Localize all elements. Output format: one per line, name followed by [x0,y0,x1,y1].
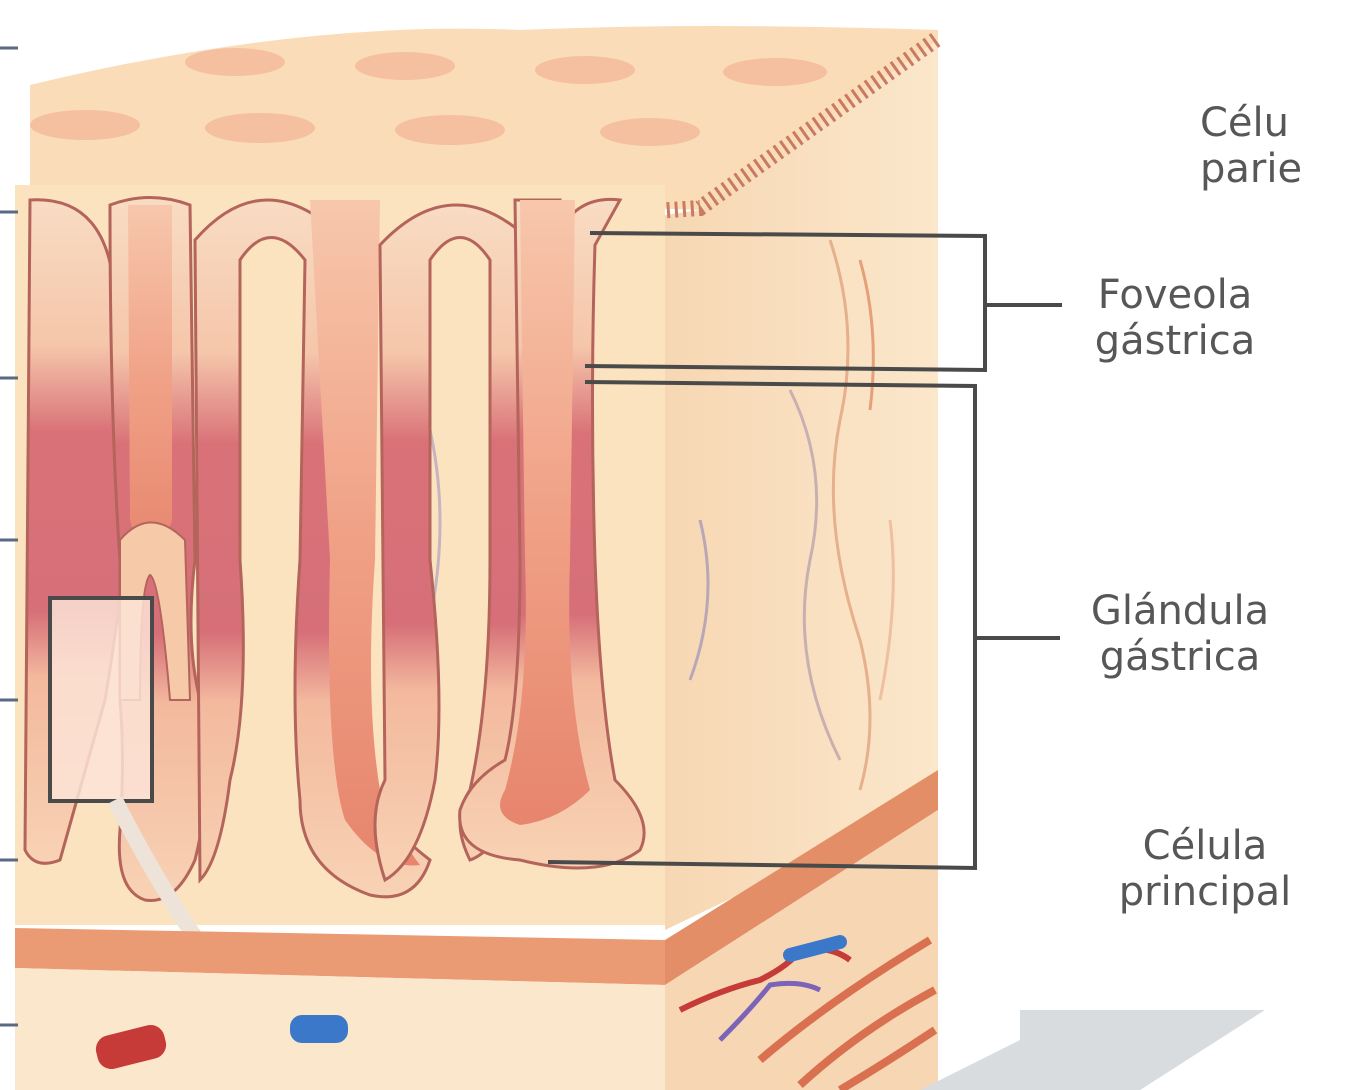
label-glandula-line1: Glándula [1060,588,1300,634]
label-celula-parietal: Célu parie [1200,100,1351,192]
label-celula-principal: Célula principal [1085,823,1325,915]
label-celula-parietal-line1: Célu [1200,100,1351,146]
label-principal-line1: Célula [1085,823,1325,869]
label-foveola-line1: Foveola [1070,272,1280,318]
label-glandula-gastrica: Glándula gástrica [1060,588,1300,680]
label-foveola-line2: gástrica [1070,318,1280,364]
next-arrow [920,1010,1265,1090]
label-foveola-gastrica: Foveola gástrica [1070,272,1280,364]
label-celula-parietal-line2: parie [1200,146,1351,192]
label-glandula-line2: gástrica [1060,634,1300,680]
zoom-box [50,598,152,801]
label-principal-line2: principal [1085,869,1325,915]
